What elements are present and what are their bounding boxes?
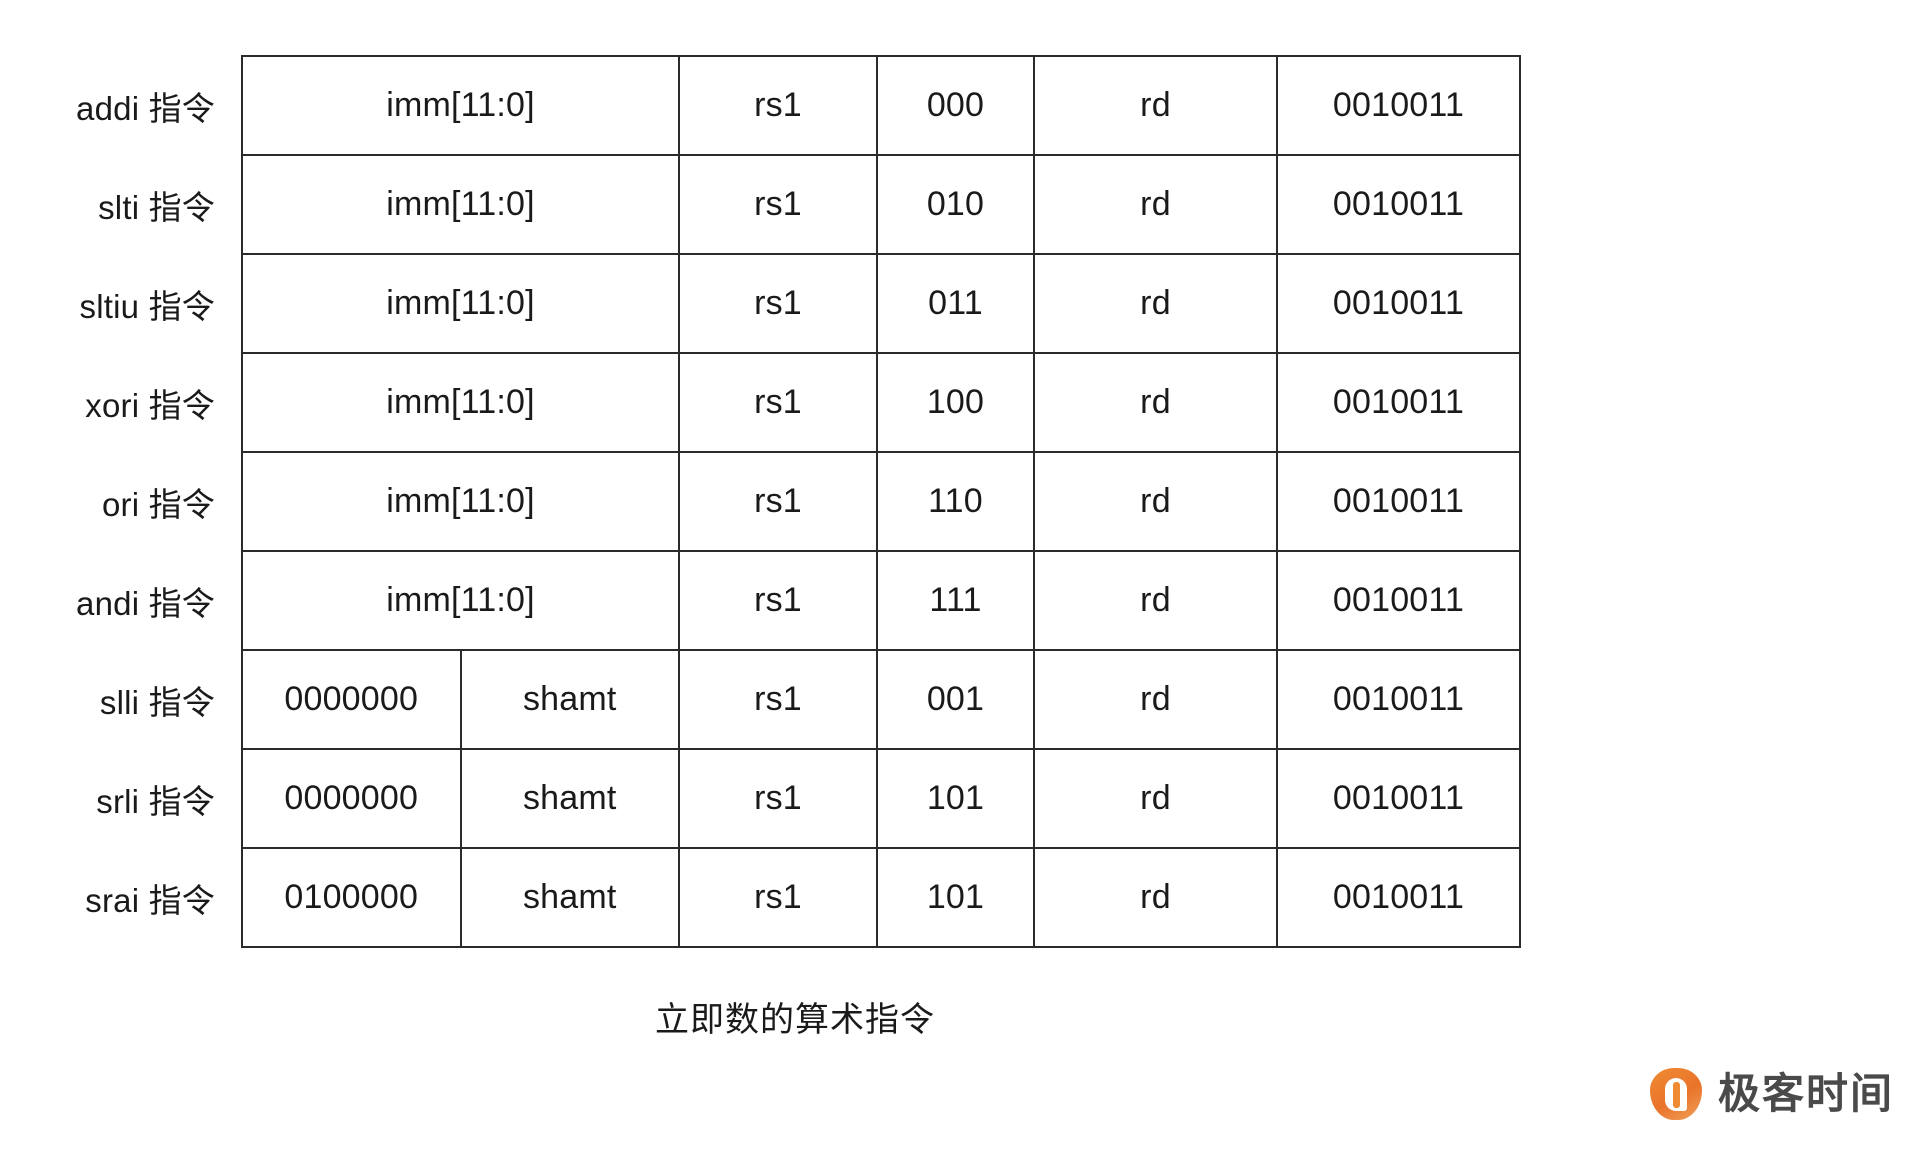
imm-field-sltiu: imm[11:0] [241, 253, 680, 354]
row-label-addi: addi 指令 [76, 89, 215, 127]
funct3-field-srli: 101 [876, 748, 1035, 849]
opcode-field-addi: 0010011 [1276, 55, 1521, 156]
funct7-field-srai: 0100000 [241, 847, 462, 948]
imm-field-ori: imm[11:0] [241, 451, 680, 552]
row-label-ori: ori 指令 [101, 485, 215, 523]
rs1-field-addi: rs1 [678, 55, 878, 156]
rd-field-slti: rd [1033, 154, 1278, 255]
funct3-field-xori: 100 [876, 352, 1035, 453]
table-row: ori 指令 imm[11:0] rs1 110 rd 0010011 [60, 451, 1521, 552]
funct3-field-slli: 001 [876, 649, 1035, 750]
brand-logo: 极客时间 [1650, 1068, 1894, 1120]
instruction-encoding-table-container: addi 指令 imm[11:0] rs1 000 rd 0010011 slt… [60, 55, 1521, 948]
table-row: slli 指令 0000000 shamt rs1 001 rd 0010011 [60, 649, 1521, 750]
shamt-field-srli: shamt [459, 748, 680, 849]
rs1-field-srli: rs1 [678, 748, 878, 849]
opcode-field-slli: 0010011 [1276, 649, 1521, 750]
rd-field-srli: rd [1033, 748, 1278, 849]
table-row: srli 指令 0000000 shamt rs1 101 rd 0010011 [60, 748, 1521, 849]
table-row: slti 指令 imm[11:0] rs1 010 rd 0010011 [60, 154, 1521, 255]
row-label-andi: andi 指令 [76, 584, 215, 622]
row-label-sltiu: sltiu 指令 [79, 287, 215, 325]
funct7-field-slli: 0000000 [241, 649, 462, 750]
funct7-field-srli: 0000000 [241, 748, 462, 849]
rd-field-srai: rd [1033, 847, 1278, 948]
shamt-field-slli: shamt [459, 649, 680, 750]
instruction-encoding-table: addi 指令 imm[11:0] rs1 000 rd 0010011 slt… [60, 55, 1521, 948]
opcode-field-ori: 0010011 [1276, 451, 1521, 552]
imm-field-andi: imm[11:0] [241, 550, 680, 651]
opcode-field-srli: 0010011 [1276, 748, 1521, 849]
row-label-slti: slti 指令 [98, 188, 215, 226]
rd-field-addi: rd [1033, 55, 1278, 156]
rs1-field-srai: rs1 [678, 847, 878, 948]
imm-field-addi: imm[11:0] [241, 55, 680, 156]
geek-time-drop-icon [1650, 1068, 1702, 1120]
table-row: srai 指令 0100000 shamt rs1 101 rd 0010011 [60, 847, 1521, 948]
funct3-field-srai: 101 [876, 847, 1035, 948]
table-row: andi 指令 imm[11:0] rs1 111 rd 0010011 [60, 550, 1521, 651]
rd-field-sltiu: rd [1033, 253, 1278, 354]
table-row: sltiu 指令 imm[11:0] rs1 011 rd 0010011 [60, 253, 1521, 354]
opcode-field-sltiu: 0010011 [1276, 253, 1521, 354]
opcode-field-slti: 0010011 [1276, 154, 1521, 255]
rd-field-andi: rd [1033, 550, 1278, 651]
rd-field-ori: rd [1033, 451, 1278, 552]
rs1-field-ori: rs1 [678, 451, 878, 552]
funct3-field-sltiu: 011 [876, 253, 1035, 354]
row-label-slli: slli 指令 [99, 683, 215, 721]
rs1-field-andi: rs1 [678, 550, 878, 651]
rs1-field-slli: rs1 [678, 649, 878, 750]
rs1-field-sltiu: rs1 [678, 253, 878, 354]
rd-field-slli: rd [1033, 649, 1278, 750]
funct3-field-addi: 000 [876, 55, 1035, 156]
funct3-field-andi: 111 [876, 550, 1035, 651]
figure-caption: 立即数的算术指令 [655, 1001, 935, 1039]
brand-wordmark: 极客时间 [1718, 1070, 1895, 1117]
opcode-field-andi: 0010011 [1276, 550, 1521, 651]
table-body: addi 指令 imm[11:0] rs1 000 rd 0010011 slt… [60, 55, 1521, 948]
drop-stem-shape [1673, 1082, 1680, 1108]
row-label-xori: xori 指令 [85, 386, 215, 424]
imm-field-xori: imm[11:0] [241, 352, 680, 453]
row-label-srli: srli 指令 [96, 782, 215, 820]
imm-field-slti: imm[11:0] [241, 154, 680, 255]
shamt-field-srai: shamt [459, 847, 680, 948]
opcode-field-xori: 0010011 [1276, 352, 1521, 453]
rs1-field-slti: rs1 [678, 154, 878, 255]
funct3-field-ori: 110 [876, 451, 1035, 552]
rd-field-xori: rd [1033, 352, 1278, 453]
opcode-field-srai: 0010011 [1276, 847, 1521, 948]
rs1-field-xori: rs1 [678, 352, 878, 453]
table-row: addi 指令 imm[11:0] rs1 000 rd 0010011 [60, 55, 1521, 156]
funct3-field-slti: 010 [876, 154, 1035, 255]
table-row: xori 指令 imm[11:0] rs1 100 rd 0010011 [60, 352, 1521, 453]
row-label-srai: srai 指令 [85, 881, 215, 919]
